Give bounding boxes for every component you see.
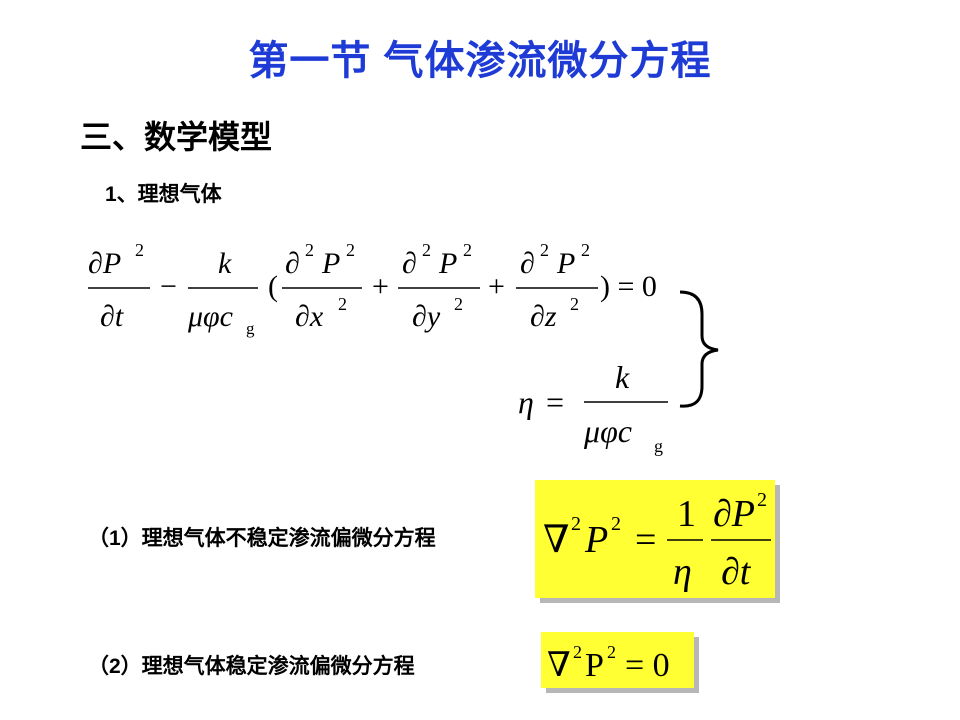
svg-text:P: P <box>584 519 608 561</box>
svg-text:k: k <box>615 359 630 395</box>
page-title: 第一节 气体渗流微分方程 <box>248 39 712 83</box>
svg-text:−: − <box>160 270 177 303</box>
svg-text:) = 0: ) = 0 <box>600 270 657 303</box>
svg-text:2: 2 <box>757 489 767 511</box>
svg-text:μφc: μφc <box>187 300 233 333</box>
svg-text:∂: ∂ <box>402 247 417 280</box>
svg-text:2: 2 <box>454 294 463 314</box>
svg-text:2: 2 <box>571 513 581 535</box>
svg-text:(: ( <box>268 270 278 303</box>
svg-text:∂P: ∂P <box>713 493 755 535</box>
svg-text:∂t: ∂t <box>100 300 124 333</box>
svg-text:2: 2 <box>422 240 431 260</box>
svg-text:2: 2 <box>346 240 355 260</box>
unsteady-equation-label: （1）理想气体不稳定渗流偏微分方程 <box>88 527 436 550</box>
svg-text:=: = <box>546 384 564 420</box>
svg-text:= 0: = 0 <box>625 647 670 684</box>
svg-text:P: P <box>438 247 457 280</box>
svg-text:∂: ∂ <box>520 247 535 280</box>
section-heading: 三、数学模型 <box>80 119 273 155</box>
svg-text:∂z: ∂z <box>530 300 557 333</box>
svg-text:μφc: μφc <box>583 413 632 449</box>
svg-text:P: P <box>585 647 604 684</box>
svg-text:k: k <box>218 247 232 280</box>
svg-text:=: = <box>635 519 656 561</box>
svg-text:+: + <box>372 270 389 303</box>
svg-text:1: 1 <box>677 493 696 535</box>
svg-text:P: P <box>556 247 575 280</box>
svg-text:∇: ∇ <box>543 519 570 561</box>
svg-text:2: 2 <box>338 294 347 314</box>
svg-text:2: 2 <box>570 294 579 314</box>
svg-text:∂P: ∂P <box>88 247 121 280</box>
eta-equation: η = k μφc g <box>518 359 668 456</box>
steady-equation-label: （2）理想气体稳定渗流偏微分方程 <box>88 655 415 678</box>
svg-text:2: 2 <box>463 240 472 260</box>
svg-text:+: + <box>488 270 505 303</box>
svg-text:2: 2 <box>305 240 314 260</box>
curly-brace-icon <box>679 290 719 408</box>
svg-text:∂x: ∂x <box>295 300 324 333</box>
svg-text:2: 2 <box>135 240 144 260</box>
svg-text:2: 2 <box>607 642 616 662</box>
svg-text:2: 2 <box>540 240 549 260</box>
svg-text:g: g <box>654 436 663 456</box>
svg-text:∂y: ∂y <box>412 300 441 333</box>
svg-text:g: g <box>246 319 255 338</box>
subheading: 1、理想气体 <box>105 183 222 206</box>
svg-text:2: 2 <box>573 642 582 662</box>
svg-text:2: 2 <box>611 513 621 535</box>
svg-text:∇: ∇ <box>547 647 571 684</box>
svg-text:η: η <box>518 384 534 420</box>
svg-text:P: P <box>321 247 340 280</box>
svg-text:2: 2 <box>581 240 590 260</box>
svg-text:∂: ∂ <box>285 247 300 280</box>
svg-text:η: η <box>673 551 692 593</box>
svg-text:∂t: ∂t <box>721 551 752 593</box>
